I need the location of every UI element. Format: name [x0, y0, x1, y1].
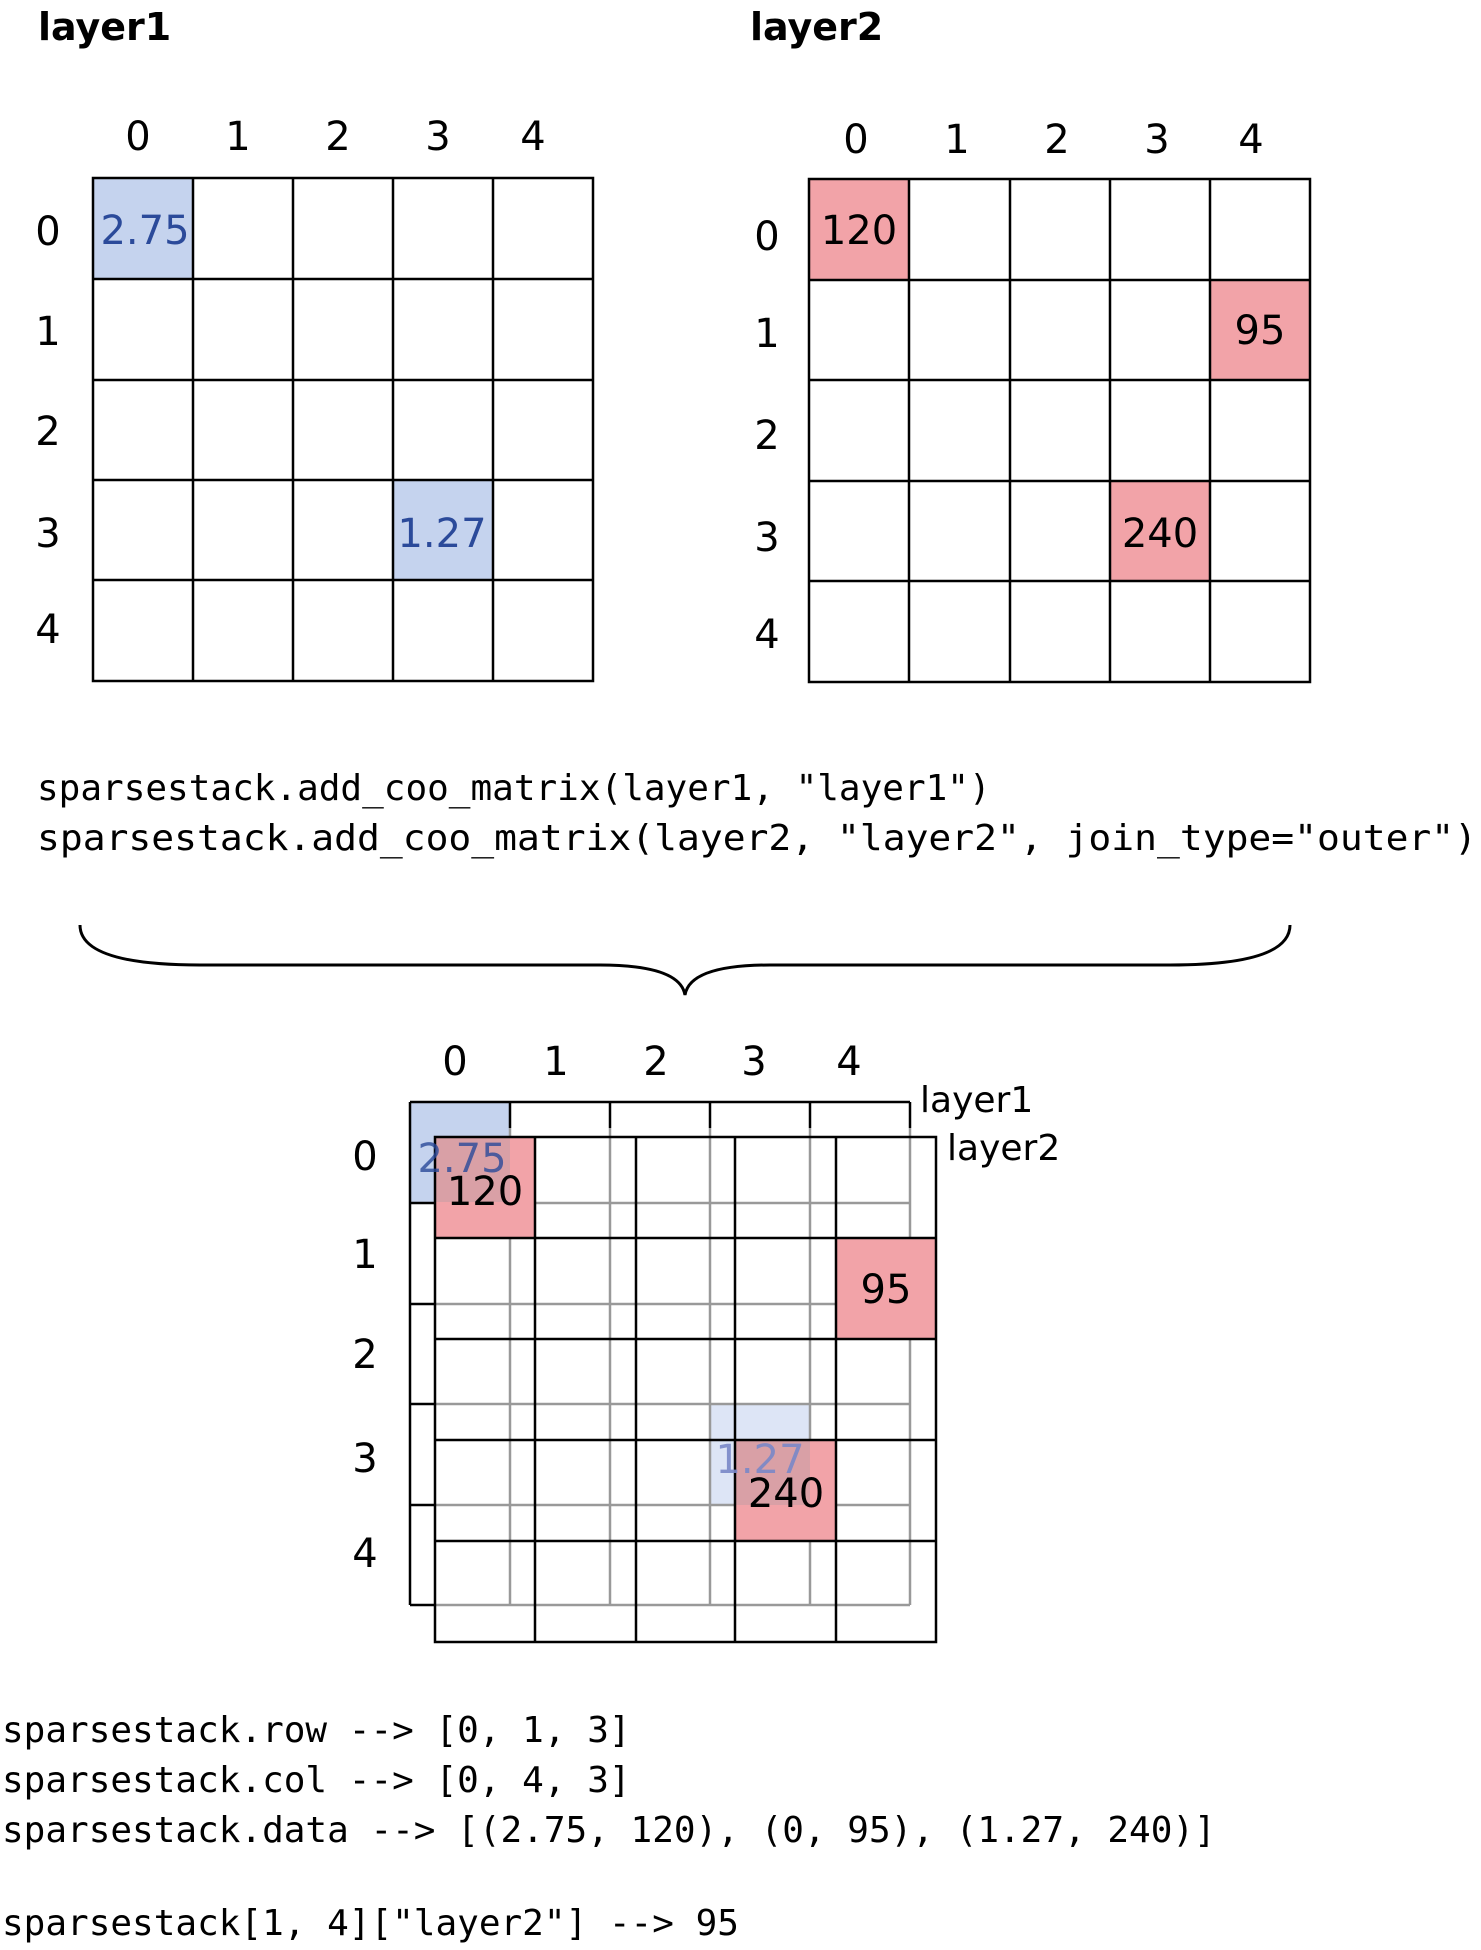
- layer2-row-label: 2: [754, 413, 779, 459]
- stack-row-label: 3: [352, 1436, 377, 1482]
- stack-col-label: 2: [643, 1039, 668, 1085]
- merge-brace: [78, 924, 1292, 996]
- layer2-cell-value: 120: [821, 208, 897, 254]
- code-line: sparsestack.add_coo_matrix(layer2, "laye…: [37, 818, 1477, 859]
- layer2-matrix: layer2 0 1 2 3 4 0 1 2 3 4 120 95 240: [750, 5, 1312, 684]
- layer1-cell-value: 2.75: [100, 208, 189, 254]
- stack-front-cell-fill: [836, 1238, 936, 1339]
- layer1-col-label: 4: [520, 114, 545, 160]
- layer1-col-label: 1: [225, 114, 250, 160]
- layer2-grid: [807, 177, 1312, 684]
- result-line: sparsestack.data --> [(2.75, 120), (0, 9…: [2, 1810, 1216, 1851]
- layer2-col-label: 4: [1238, 117, 1263, 163]
- layer2-cell-value: 95: [1235, 308, 1286, 354]
- layer2-title: layer2: [750, 5, 883, 49]
- layer2-row-label: 4: [754, 612, 779, 658]
- stack-front-cell-value: 95: [861, 1267, 912, 1313]
- layer2-col-label: 3: [1144, 117, 1169, 163]
- code-line: sparsestack.add_coo_matrix(layer1, "laye…: [37, 768, 991, 809]
- stack-col-label: 3: [741, 1039, 766, 1085]
- stack-front-label: layer2: [947, 1128, 1060, 1169]
- result-line: sparsestack.col --> [0, 4, 3]: [2, 1760, 631, 1801]
- stack-col-label: 0: [442, 1039, 467, 1085]
- stack-row-label: 2: [352, 1332, 377, 1378]
- stack-col-label: 1: [543, 1039, 568, 1085]
- layer2-cell-fill: [809, 179, 909, 279]
- layer1-row-label: 2: [35, 409, 60, 455]
- stack-row-label: 4: [352, 1531, 377, 1577]
- layer2-col-label: 1: [944, 117, 969, 163]
- layer1-row-label: 1: [35, 309, 60, 355]
- stack-col-label: 4: [836, 1039, 861, 1085]
- layer2-row-label: 1: [754, 311, 779, 357]
- stacked-matrix: 0 1 2 3 4 0 1 2 3 4: [352, 1039, 1060, 1644]
- stack-overlap-fill: [435, 1137, 510, 1202]
- stack-back-label: layer1: [920, 1080, 1033, 1121]
- layer1-cell-fill: [393, 480, 493, 580]
- stack-front-cell-value: 120: [447, 1169, 523, 1215]
- layer2-cell-value: 240: [1122, 511, 1198, 557]
- stack-row-label: 1: [352, 1232, 377, 1278]
- query-line: sparsestack[1, 4]["layer2"] --> 95: [2, 1903, 739, 1944]
- layer1-col-label: 3: [425, 114, 450, 160]
- layer2-col-label: 0: [843, 117, 868, 163]
- layer1-col-label: 2: [325, 114, 350, 160]
- layer2-col-label: 2: [1044, 117, 1069, 163]
- stack-back-cell-value: 2.75: [417, 1136, 506, 1182]
- layer1-row-label: 0: [35, 209, 60, 255]
- layer1-row-label: 3: [35, 511, 60, 557]
- stack-front-cell-value: 240: [748, 1471, 824, 1517]
- result-line: sparsestack.row --> [0, 1, 3]: [2, 1710, 631, 1751]
- stack-overlap-fill: [735, 1440, 810, 1505]
- layer1-title: layer1: [38, 5, 171, 49]
- layer1-grid: [91, 176, 595, 683]
- layer1-row-label: 4: [35, 607, 60, 653]
- layer2-cell-fill: [1110, 481, 1210, 581]
- stack-front-grid: [433, 1135, 938, 1644]
- layer1-cell-value: 1.27: [397, 511, 486, 557]
- layer2-cell-fill: [1210, 280, 1310, 380]
- stack-row-label: 0: [352, 1134, 377, 1180]
- layer2-row-label: 0: [754, 214, 779, 260]
- layer2-row-label: 3: [754, 515, 779, 561]
- stack-back-cell-value: 1.27: [715, 1437, 804, 1483]
- layer1-cell-fill: [93, 178, 193, 278]
- layer1-col-label: 0: [125, 114, 150, 160]
- layer1-matrix: layer1 0 1 2 3 4 0 1 2 3 4 2.75 1.27: [35, 5, 595, 683]
